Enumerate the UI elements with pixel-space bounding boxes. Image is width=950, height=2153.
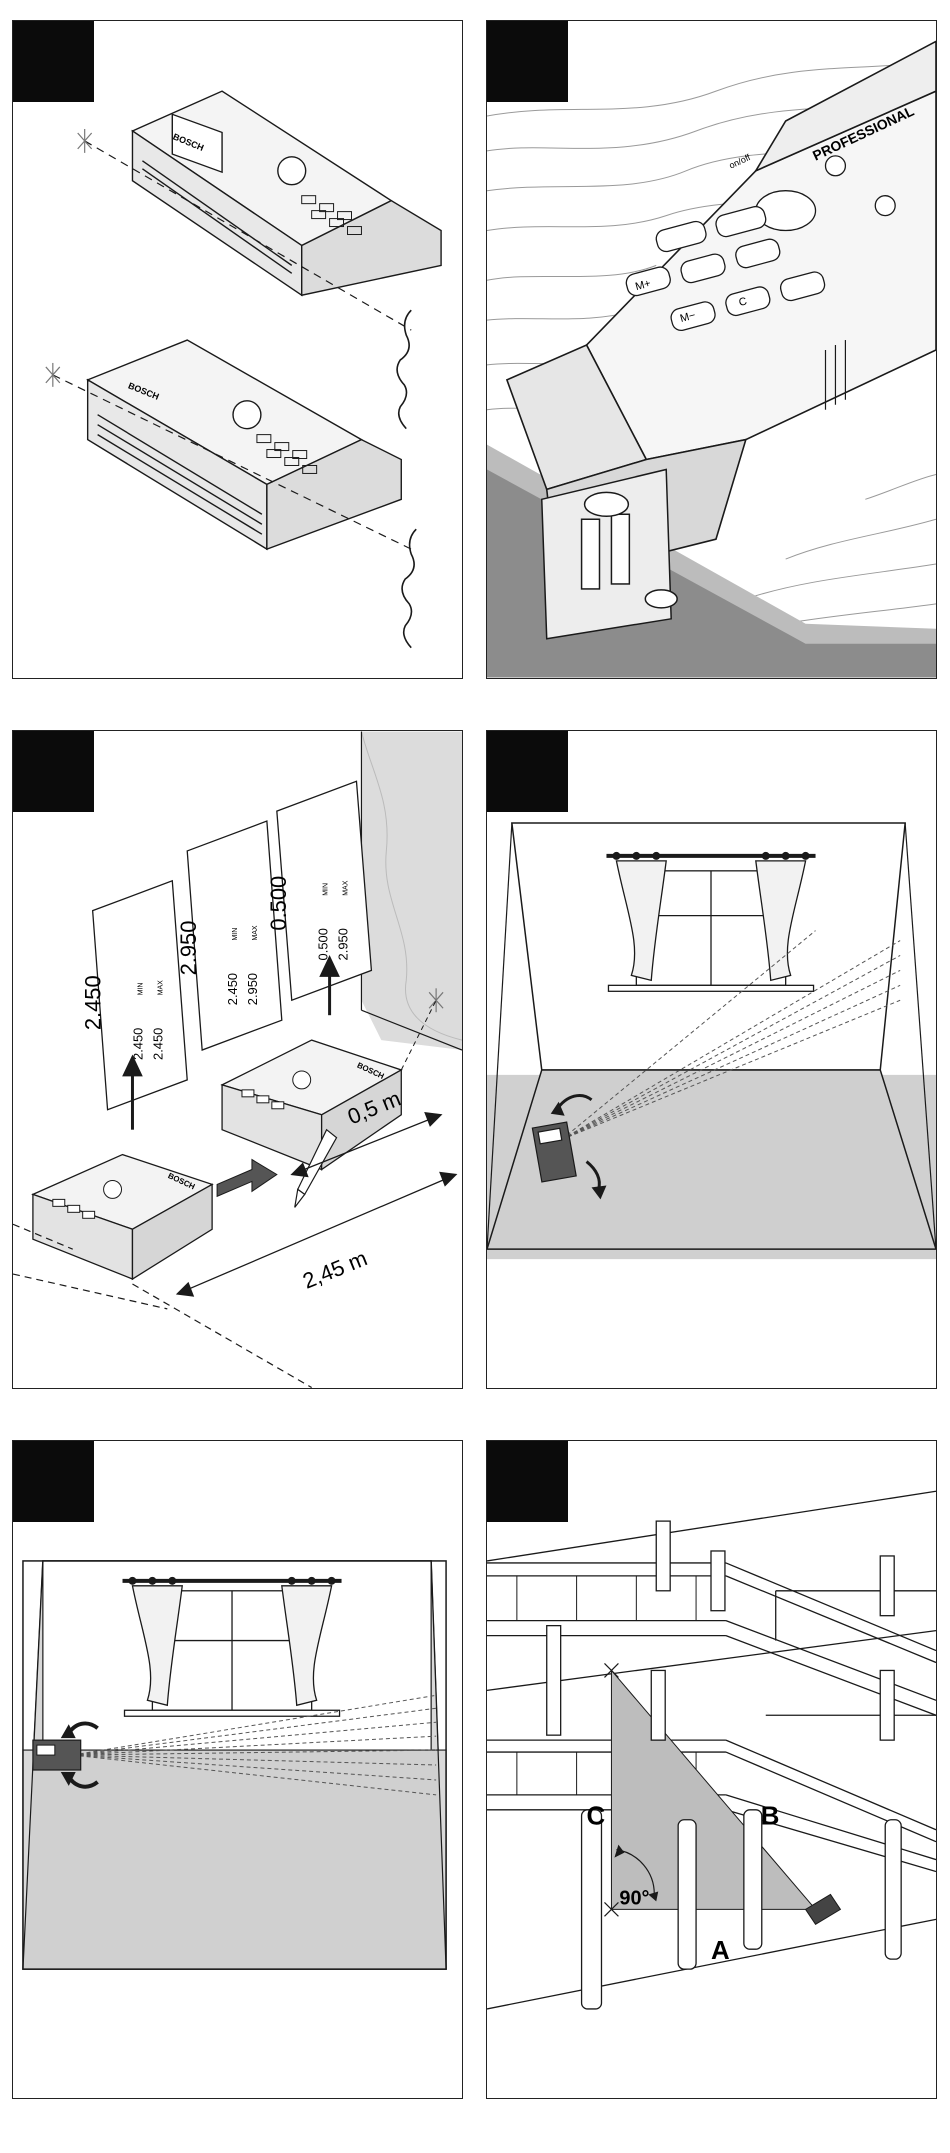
display-1-max-label: MAX bbox=[157, 980, 164, 995]
display-3-min: 0.500 bbox=[316, 928, 331, 960]
display-1-min-label: MIN bbox=[137, 983, 144, 996]
key-on-off-label: on/off bbox=[728, 152, 753, 171]
display-1-main: 2.450 bbox=[81, 975, 106, 1030]
point-a-label: A bbox=[711, 1937, 730, 1965]
display-3-max-label: MAX bbox=[343, 880, 350, 895]
illustration-horizontal-sweep bbox=[13, 1441, 462, 2098]
figure-number-tab-2 bbox=[487, 21, 568, 102]
figure-number-tab-5 bbox=[13, 1441, 94, 1522]
figure-number-tab-1 bbox=[13, 21, 94, 102]
figure-number-tab-4 bbox=[487, 731, 568, 812]
illustration-diagonal-sweep bbox=[487, 731, 936, 1388]
display-2-min: 2.450 bbox=[225, 973, 240, 1005]
figure-panel-6: 90° A B C bbox=[486, 1440, 937, 2099]
illustration-device-on-edge: M+ M− C on/off PROFESSIONAL bbox=[487, 21, 936, 678]
figure-panel-1: BOSCH BOSCH bbox=[12, 20, 463, 679]
illustration-min-max-measurement: 2.450 2.450 2.450 MIN MAX 2.950 2.450 2.… bbox=[13, 731, 462, 1388]
point-c-label: C bbox=[587, 1803, 606, 1831]
figure-number-tab-3 bbox=[13, 731, 94, 812]
display-2-max: 2.950 bbox=[245, 973, 260, 1005]
angle-label: 90° bbox=[619, 1887, 649, 1909]
point-b-label: B bbox=[761, 1803, 780, 1831]
figure-panel-5 bbox=[12, 1440, 463, 2099]
figure-panel-2: M+ M− C on/off PROFESSIONAL bbox=[486, 20, 937, 679]
illustration-laser-alignment: BOSCH BOSCH bbox=[13, 21, 462, 678]
display-2-max-label: MAX bbox=[252, 925, 259, 940]
display-3-max: 2.950 bbox=[336, 928, 351, 960]
illustration-indirect-measurement: 90° A B C bbox=[487, 1441, 936, 2098]
display-3-min-label: MIN bbox=[323, 883, 330, 896]
dimension-long: 2,45 m bbox=[299, 1245, 370, 1293]
display-2-main: 2.950 bbox=[176, 921, 201, 976]
display-1-max: 2.450 bbox=[150, 1028, 165, 1060]
figure-number-tab-6 bbox=[487, 1441, 568, 1522]
display-2-min-label: MIN bbox=[232, 928, 239, 941]
figure-panel-3: 2.450 2.450 2.450 MIN MAX 2.950 2.450 2.… bbox=[12, 730, 463, 1389]
display-3-main: 0.500 bbox=[266, 876, 291, 931]
figure-panel-4 bbox=[486, 730, 937, 1389]
